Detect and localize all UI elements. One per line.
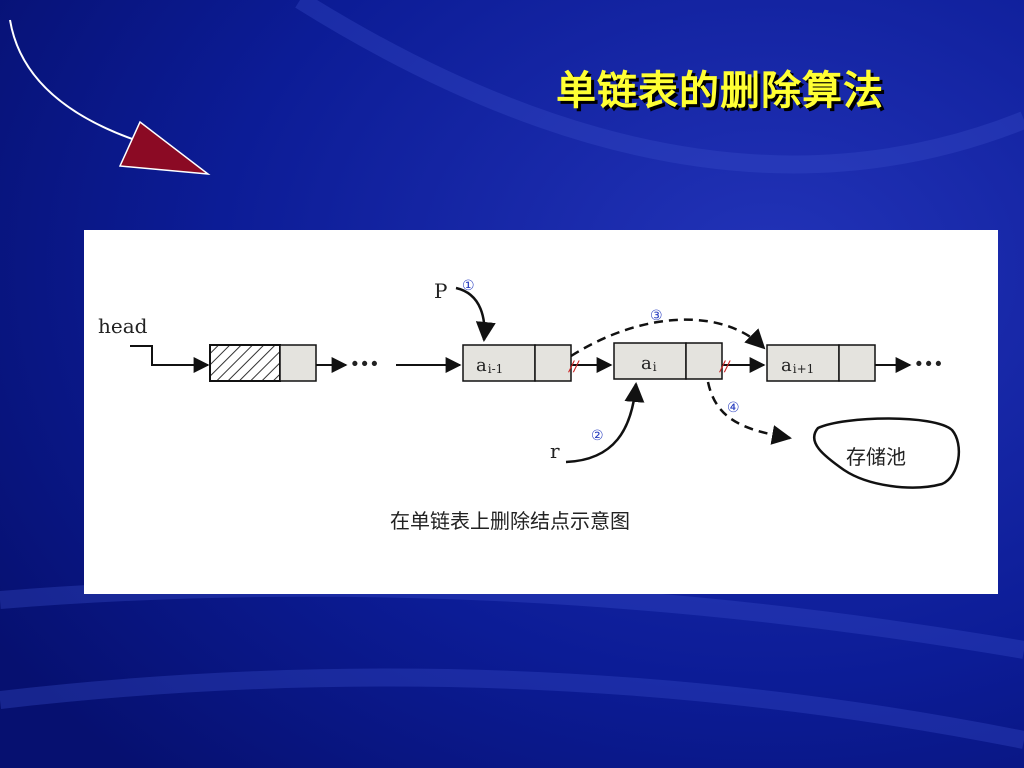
decorative-arrow-icon xyxy=(118,120,211,175)
next-node-label: ai+1 xyxy=(781,355,814,376)
prev-node-pointer-field xyxy=(534,344,572,382)
prev-node-data-field xyxy=(462,344,536,382)
cut-mark-1: // xyxy=(567,359,580,375)
cur-node-pointer-field xyxy=(685,342,723,380)
slide-title: 单链表的删除算法 xyxy=(556,68,884,114)
storage-pool-shape xyxy=(812,417,960,489)
step-3-marker: ③ xyxy=(650,308,663,324)
head-node-pointer-field xyxy=(279,344,317,382)
pointer-p-label: P xyxy=(434,279,447,303)
ellipsis-left: ··· xyxy=(350,347,379,380)
ellipsis-right: ··· xyxy=(914,347,943,380)
diagram-panel: head ··· ai-1 // ai // ai+1 ··· P ① xyxy=(84,230,998,594)
free-node-arrow xyxy=(706,381,792,445)
prev-node-label: ai-1 xyxy=(476,355,503,376)
head-pointer-arrow xyxy=(130,345,210,373)
linked-list-diagram: head ··· ai-1 // ai // ai+1 ··· P ① xyxy=(98,278,960,533)
pointer-p-arrow xyxy=(455,286,496,342)
cur-node-data-field xyxy=(613,342,687,380)
cur-node-label: ai xyxy=(641,353,657,374)
step-4-marker: ④ xyxy=(727,400,740,416)
step-2-marker: ② xyxy=(591,428,604,444)
head-label: head xyxy=(98,314,148,338)
next-node-pointer-field xyxy=(838,344,876,382)
step-1-marker: ① xyxy=(462,278,475,294)
storage-pool-label: 存储池 xyxy=(846,445,906,469)
head-node-data-field xyxy=(209,344,281,382)
cut-mark-2: // xyxy=(718,359,731,375)
pointer-r-arrow xyxy=(565,382,645,464)
pointer-r-label: r xyxy=(550,439,560,463)
next-node-data-field xyxy=(766,344,840,382)
bypass-link-arrow xyxy=(570,318,766,358)
decorative-curve xyxy=(9,19,151,146)
diagram-caption: 在单链表上删除结点示意图 xyxy=(390,509,630,533)
